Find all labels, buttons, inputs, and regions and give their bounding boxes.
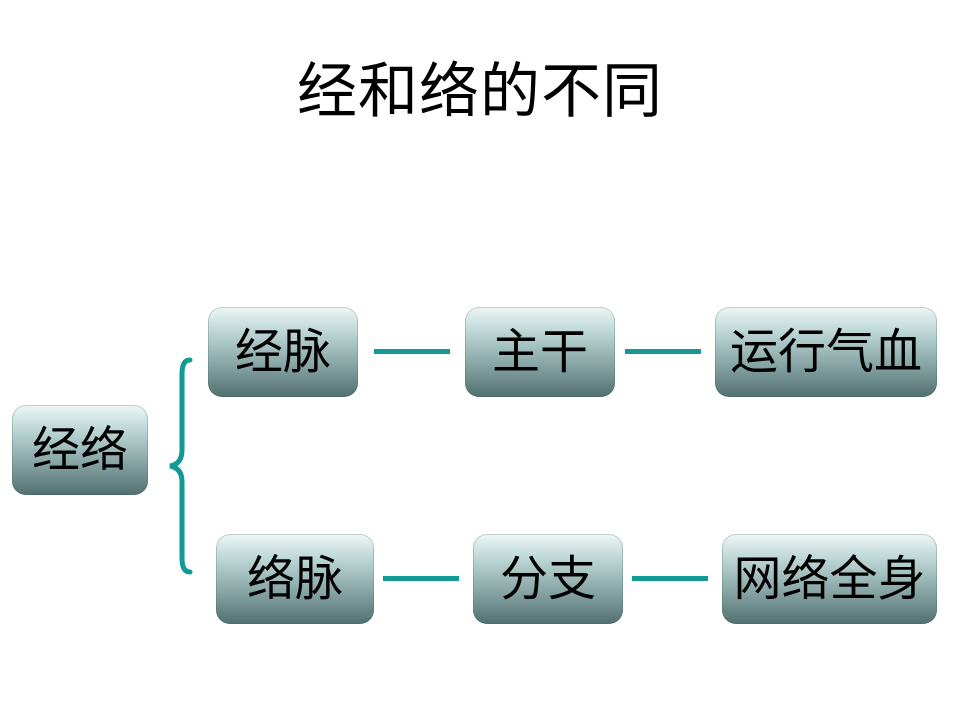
connector-line <box>383 576 459 581</box>
role-node-fenzhi: 分支 <box>473 534 623 624</box>
branch-node-label: 络脉 <box>246 551 343 607</box>
connector-line <box>374 349 450 354</box>
branch-node-label: 经脉 <box>234 324 331 380</box>
role-node-label: 主干 <box>491 324 588 380</box>
root-node: 经络 <box>12 405 148 495</box>
branch-node-jingmai: 经脉 <box>208 307 358 397</box>
branch-brace <box>169 357 193 575</box>
role-node-label: 分支 <box>499 551 596 607</box>
root-node-label: 经络 <box>31 422 128 478</box>
function-node-label: 网络全身 <box>733 551 926 607</box>
function-node-label: 运行气血 <box>729 324 922 380</box>
page-title: 经和络的不同 <box>297 57 663 127</box>
branch-node-luomai: 络脉 <box>216 534 374 624</box>
function-node-wangluoquanshen: 网络全身 <box>722 534 937 624</box>
connector-line <box>632 576 708 581</box>
function-node-yunxingqixue: 运行气血 <box>715 307 937 397</box>
role-node-zhugan: 主干 <box>465 307 615 397</box>
connector-line <box>625 349 701 354</box>
